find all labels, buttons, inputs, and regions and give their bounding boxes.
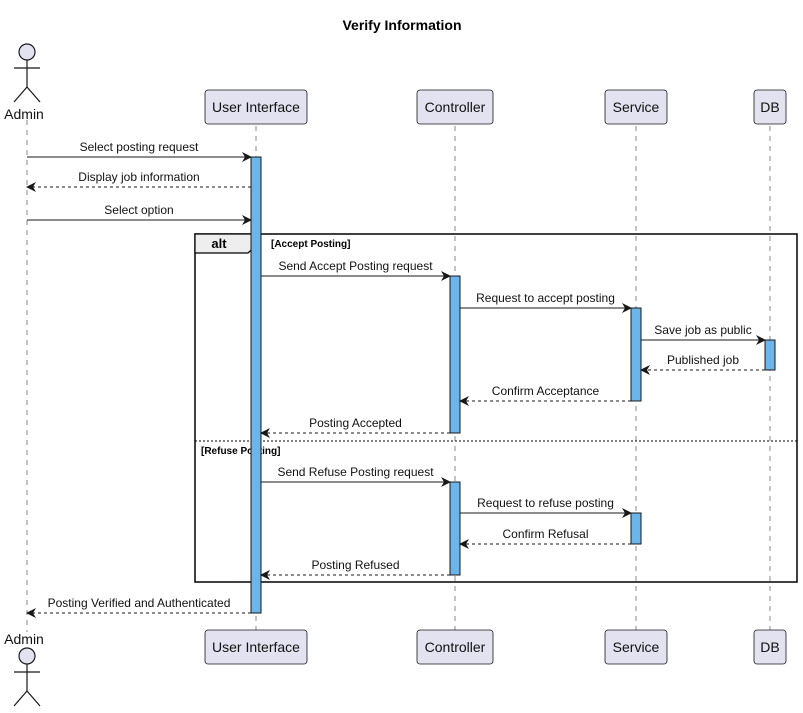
actor-leg-right (26, 86, 41, 103)
activation-ctrl-1 (449, 275, 461, 434)
message-label-select-option: Select option (104, 203, 173, 217)
message-label-confirm-refusal: Confirm Refusal (502, 527, 588, 541)
message-9: Posting Accepted (260, 416, 450, 438)
message-14: Posting Verified and Authenticated (26, 596, 251, 618)
message-label-posting-verified-and-authenticated: Posting Verified and Authenticated (48, 596, 231, 610)
actor-leg-right (26, 690, 41, 707)
participant-db-top: DB (753, 89, 787, 125)
message-11: Request to refuse posting (460, 496, 632, 518)
message-12: Confirm Refusal (459, 527, 631, 549)
message-5: Request to accept posting (460, 291, 632, 313)
participant-controller-bottom: Controller (416, 629, 494, 665)
diagram-title: Verify Information (342, 17, 461, 33)
message-6: Save job as public (641, 323, 766, 345)
participant-label: Service (613, 99, 660, 115)
participant-box (604, 89, 668, 125)
message-label-save-job-as-public: Save job as public (654, 323, 751, 337)
message-label-posting-refused: Posting Refused (311, 558, 399, 572)
participant-db-bottom: DB (753, 629, 787, 665)
actor-label: Admin (4, 631, 44, 647)
participant-box (416, 89, 494, 125)
participant-box (204, 89, 308, 125)
actor-head (18, 43, 36, 61)
message-8: Confirm Acceptance (459, 384, 631, 406)
participant-user-interface-top: User Interface (204, 89, 308, 125)
actor-leg-left (13, 690, 28, 707)
lifelines (26, 120, 771, 632)
activation-svc-5 (630, 512, 642, 545)
message-label-request-to-accept-posting: Request to accept posting (476, 291, 615, 305)
participant-label: DB (760, 99, 779, 115)
actor-head (18, 647, 36, 665)
participant-controller-top: Controller (416, 89, 494, 125)
message-label-send-refuse-posting-request: Send Refuse Posting request (277, 465, 434, 479)
participant-box (753, 89, 787, 125)
participant-label: User Interface (212, 639, 300, 655)
participant-box (416, 629, 494, 665)
message-label-posting-accepted: Posting Accepted (309, 416, 402, 430)
alt-condition-refuse: [Refuse Posting] (201, 446, 280, 457)
message-label-request-to-refuse-posting: Request to refuse posting (477, 496, 614, 510)
participant-label: DB (760, 639, 779, 655)
actor-label: Admin (4, 106, 44, 122)
participant-label: Service (613, 639, 660, 655)
message-label-send-accept-posting-request: Send Accept Posting request (278, 259, 433, 273)
participant-box (753, 629, 787, 665)
participants-top: Admin User Interface Controller Service DB (4, 43, 787, 125)
activation-svc-2 (630, 307, 642, 402)
activation-ui-0 (250, 156, 262, 614)
message-label-select-posting-request: Select posting request (80, 140, 199, 154)
activation-bars (250, 156, 776, 614)
participant-label: Controller (425, 99, 486, 115)
participant-box (604, 629, 668, 665)
message-1: Select posting request (27, 140, 252, 162)
message-2: Display job information (26, 170, 251, 192)
participant-label: User Interface (212, 99, 300, 115)
alt-operator-label: alt (211, 236, 227, 251)
actor-leg-left (13, 86, 28, 103)
message-7: Published job (640, 353, 765, 375)
activation-db-3 (764, 339, 776, 371)
message-13: Posting Refused (260, 558, 450, 580)
participant-service-top: Service (604, 89, 668, 125)
participant-service-bottom: Service (604, 629, 668, 665)
message-10: Send Refuse Posting request (261, 465, 451, 487)
actor-admin-bottom: Admin (4, 631, 44, 707)
message-label-display-job-information: Display job information (78, 170, 199, 184)
participant-user-interface-bottom: User Interface (204, 629, 308, 665)
activation-ctrl-4 (449, 481, 461, 576)
alt-fragment: alt [Accept Posting] [Refuse Posting] (194, 233, 798, 583)
alt-frame (194, 233, 798, 583)
message-label-confirm-acceptance: Confirm Acceptance (492, 384, 600, 398)
alt-condition-accept: [Accept Posting] (271, 239, 350, 250)
participant-box (204, 629, 308, 665)
participant-label: Controller (425, 639, 486, 655)
message-3: Select option (27, 203, 252, 225)
message-4: Send Accept Posting request (261, 259, 451, 281)
actor-admin-top: Admin (4, 43, 44, 122)
message-label-published-job: Published job (667, 353, 739, 367)
